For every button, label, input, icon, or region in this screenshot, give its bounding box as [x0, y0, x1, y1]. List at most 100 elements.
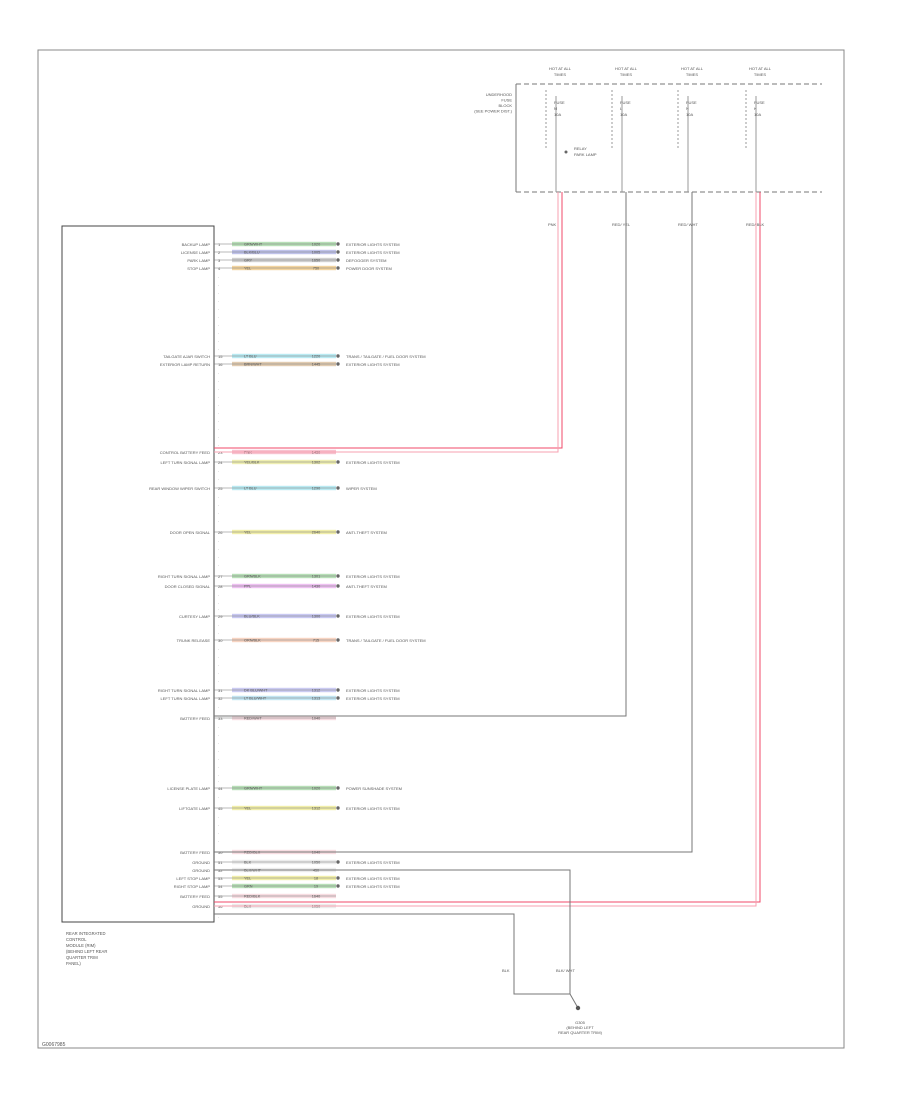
pin-dot: .: [218, 822, 219, 827]
wire-color-label: BLK/WHT: [244, 869, 262, 873]
module-title-line: QUARTER TRIM: [66, 955, 98, 960]
wire-color-label: BLU/BLK: [244, 615, 260, 619]
wire-color-label: BLK/BLU: [244, 251, 260, 255]
pin-dot: .: [218, 322, 219, 327]
pin-label: CURTESY LAMP: [179, 614, 210, 619]
connector-terminal-icon: [336, 884, 340, 888]
pin-label: DOOR OPEN SIGNAL: [170, 530, 211, 535]
connector-terminal-icon: [336, 486, 340, 490]
wire-circuit-label: 1445: [312, 363, 320, 367]
wire-color-label: PNK: [244, 451, 252, 455]
feed-wire-label: RED/ WHT: [678, 222, 698, 227]
pin-dot: .: [218, 546, 219, 551]
wire-circuit-label: 1050: [312, 905, 320, 909]
pin-dot: .: [218, 670, 219, 675]
pin-dot: .: [218, 494, 219, 499]
wire-circuit-label: 1040: [312, 851, 320, 855]
pin-label: PARK LAMP: [187, 258, 210, 263]
wire-color-label: BLK: [244, 861, 252, 865]
wire-circuit-label: 1050: [312, 861, 320, 865]
wire-circuit-label: 450: [313, 869, 319, 873]
wire-circuit-label: 1300: [312, 615, 320, 619]
pin-dot: .: [218, 378, 219, 383]
fuse-header: TIMES: [620, 72, 633, 77]
pin-label: BATTERY FEED: [180, 894, 210, 899]
pin-label: LIFTGATE LAMP: [179, 806, 210, 811]
wire-destination: EXTERIOR LIGHTS SYSTEM: [346, 884, 400, 889]
connector-terminal-icon: [336, 574, 340, 578]
wire-destination: DEFOGGER SYSTEM: [346, 258, 386, 263]
wire-color-label: BLK: [244, 905, 252, 909]
pin-label: BATTERY FEED: [180, 850, 210, 855]
pin-label: TAILGATE AJAR SWITCH: [163, 354, 210, 359]
wire-circuit-label: 2640: [312, 531, 320, 535]
relay-label: RELAY: [574, 146, 587, 151]
pin-label: RIGHT TURN SIGNAL LAMP: [158, 574, 210, 579]
pin-label: REAR WINDOW WIPER SWITCH: [149, 486, 210, 491]
fuse-block-label: (SEE POWER DIST.): [474, 109, 512, 114]
pin-dot: .: [218, 794, 219, 799]
pin-dot: .: [218, 724, 219, 729]
connector-terminal-icon: [336, 584, 340, 588]
module-title-line: CONTROL: [66, 937, 87, 942]
wire-color-label: LT BLU: [244, 355, 257, 359]
page-label: G0067985: [42, 1042, 66, 1048]
ground-wire: [569, 993, 579, 1009]
pin-dot: .: [218, 306, 219, 311]
pin-dot: .: [218, 298, 219, 303]
wire-circuit-label: 1430: [312, 451, 320, 455]
wire-circuit-label: 1290: [312, 487, 320, 491]
wire-destination: EXTERIOR LIGHTS SYSTEM: [346, 250, 400, 255]
connector-terminal-icon: [336, 362, 340, 366]
pin-dot: .: [218, 838, 219, 843]
wire-destination: EXTERIOR LIGHTS SYSTEM: [346, 696, 400, 701]
connector-terminal-icon: [336, 860, 340, 864]
wire-destination: EXTERIOR LIGHTS SYSTEM: [346, 860, 400, 865]
fuse-header: TIMES: [686, 72, 699, 77]
wire-destination: POWER DOOR SYSTEM: [346, 266, 392, 271]
wire-circuit-label: 1020: [312, 243, 320, 247]
wire-color-label: BRN/WHT: [244, 363, 262, 367]
pin-dot: .: [218, 330, 219, 335]
ground-wire-label: BLK: [502, 968, 510, 973]
pin-dot: .: [218, 562, 219, 567]
pin-dot: .: [218, 732, 219, 737]
module-title-line: PANEL): [66, 961, 81, 966]
pin-label: EXTERIOR LAMP RETURN: [160, 362, 210, 367]
pin-label: GROUND: [192, 904, 210, 909]
wire-color-label: GRN/BLK: [244, 575, 261, 579]
feed-wire-shadow: [214, 192, 559, 453]
wire-color-label: PPL: [244, 585, 251, 589]
diagram-border: [37, 49, 845, 1049]
connector-terminal-icon: [336, 614, 340, 618]
wire-destination: ANTI-THEFT SYSTEM: [346, 530, 387, 535]
pin-dot: .: [218, 394, 219, 399]
pin-dot: .: [218, 370, 219, 375]
pin-dot: .: [218, 662, 219, 667]
pin-label: LEFT STOP LAMP: [176, 876, 210, 881]
pin-dot: .: [218, 476, 219, 481]
wire-color-label: ORN/BLK: [244, 639, 261, 643]
ground-label: G305: [575, 1020, 586, 1025]
wire-circuit-label: 1301: [312, 575, 320, 579]
wire-color-label: YEL: [244, 267, 251, 271]
pin-dot: .: [218, 646, 219, 651]
pin-dot: .: [218, 338, 219, 343]
wire-color-label: LT BLU: [244, 487, 257, 491]
wire-color-label: GRN: [244, 885, 253, 889]
wire-destination: EXTERIOR LIGHTS SYSTEM: [346, 806, 400, 811]
wire-destination: TRANS / TAILGATE / FUEL DOOR SYSTEM: [346, 354, 426, 359]
fuse-label: FUSE: [754, 100, 765, 105]
pin-dot: .: [218, 418, 219, 423]
fuse-block-label: UNDERHOOD: [486, 92, 512, 97]
pin-dot: .: [218, 502, 219, 507]
wire-circuit-label: 1005: [312, 251, 320, 255]
wire-circuit-label: 750: [313, 267, 319, 271]
wire-destination: EXTERIOR LIGHTS SYSTEM: [346, 614, 400, 619]
wire-circuit-label: 1640: [312, 895, 320, 899]
fuse-header: HOT AT ALL: [549, 66, 572, 71]
connector-terminal-icon: [336, 242, 340, 246]
